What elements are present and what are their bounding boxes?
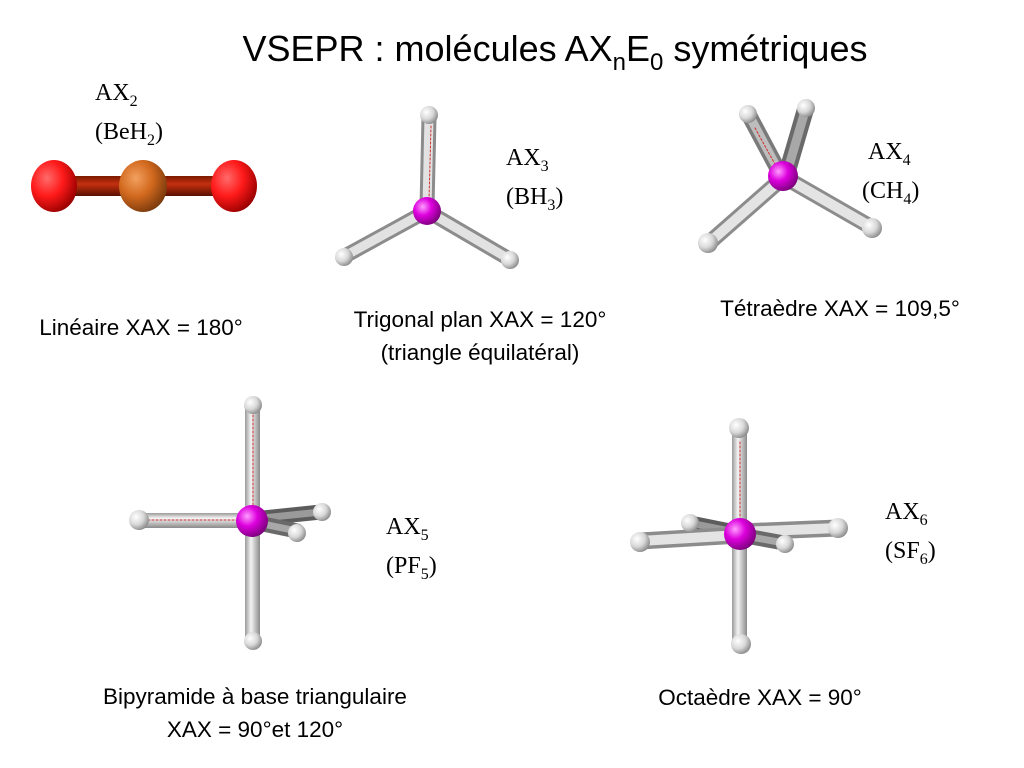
- ligand-atom: [862, 218, 882, 238]
- h-atom: [211, 160, 257, 212]
- central-atom: [413, 197, 441, 225]
- ligand-atom: [288, 524, 306, 542]
- bond: [340, 206, 432, 261]
- h-atom: [31, 160, 77, 212]
- formula-ax4: AX4 (CH4): [862, 139, 920, 208]
- caption-trigonal: Trigonal plan XAX = 120° (triangle équil…: [353, 307, 607, 365]
- title-sub-n: n: [612, 49, 627, 76]
- title-mid: E: [626, 28, 651, 69]
- ligand-atom: [739, 105, 757, 123]
- caption-octahedral: Octaèdre XAX = 90°: [658, 685, 862, 710]
- molecule-sf6: [630, 418, 848, 654]
- central-atom: [768, 161, 798, 191]
- formula-ax6: AX6 (SF6): [885, 499, 936, 568]
- ligand-atom: [129, 510, 149, 530]
- bond: [635, 530, 745, 546]
- ligand-atom: [776, 535, 794, 553]
- distance-marker: [428, 125, 432, 201]
- ligand-atom: [501, 251, 519, 269]
- formula-ax3: AX3 (BH3): [506, 145, 564, 214]
- ligand-atom: [797, 99, 815, 117]
- ligand-atom: [244, 632, 262, 650]
- caption-linear: Linéaire XAX = 180°: [39, 315, 243, 340]
- ligand-atom: [630, 532, 650, 552]
- central-atom: [724, 518, 756, 550]
- caption-tetrahedral: Tétraèdre XAX = 109,5°: [720, 296, 960, 321]
- formula-ax5: AX5 (PF5): [386, 514, 437, 583]
- formula-ax2: AX2 (BeH2): [95, 80, 163, 149]
- molecule-pf5: [129, 396, 331, 650]
- title-suffix: symétriques: [663, 28, 868, 69]
- be-atom: [119, 160, 167, 212]
- distance-marker: [754, 127, 777, 167]
- bond: [705, 172, 789, 247]
- central-atom: [236, 505, 268, 537]
- ligand-atom: [313, 503, 331, 521]
- ligand-atom: [729, 418, 749, 438]
- bond: [138, 513, 253, 528]
- title-prefix: VSEPR : molécules AX: [242, 28, 613, 69]
- page-title: VSEPR : molécules AXnE0 symétriques: [0, 28, 1024, 77]
- title-sub-0: 0: [650, 49, 664, 76]
- molecule-bh3: [335, 106, 519, 269]
- molecule-ch4: [698, 99, 882, 253]
- bond: [779, 172, 876, 232]
- molecule-beh2: [31, 160, 257, 212]
- caption-bipyramid: Bipyramide à base triangulaire XAX = 90°…: [103, 684, 407, 742]
- ligand-atom: [335, 248, 353, 266]
- ligand-atom: [731, 634, 751, 654]
- ligand-atom: [420, 106, 438, 124]
- ligand-atom: [244, 396, 262, 414]
- ligand-atom: [698, 233, 718, 253]
- ligand-atom: [828, 518, 848, 538]
- bond: [422, 112, 434, 213]
- ligand-atom: [681, 514, 699, 532]
- bond: [422, 206, 514, 264]
